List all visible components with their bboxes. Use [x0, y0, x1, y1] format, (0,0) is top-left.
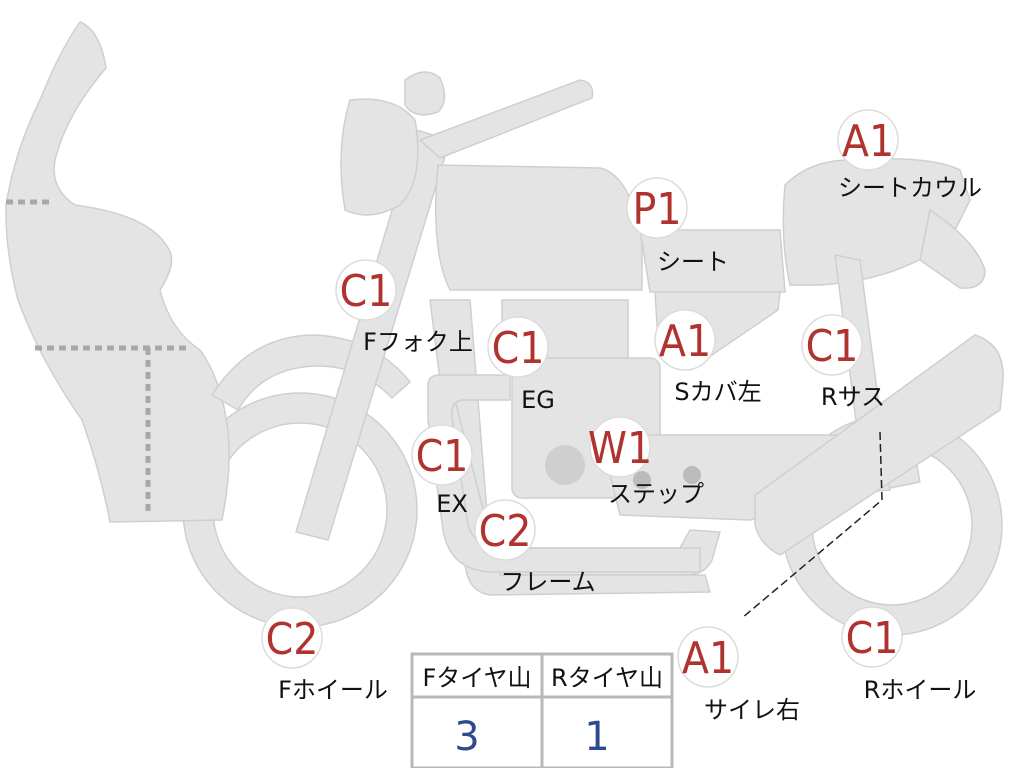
- part-label: Fホイール: [278, 676, 388, 704]
- grade-code: C1: [416, 431, 469, 482]
- part-label: フレーム: [500, 568, 595, 596]
- grade-badge: [335, 259, 397, 321]
- grade-code: C1: [492, 323, 545, 374]
- engine-cover-shape: [545, 445, 585, 485]
- grade-badge: [841, 606, 903, 668]
- part-label: ステップ: [608, 480, 704, 508]
- step-peg-right: [683, 466, 701, 484]
- grade-badge: [677, 626, 739, 688]
- part-label: シート: [657, 248, 729, 276]
- muffler-shape: [754, 334, 1004, 556]
- grade-code: C1: [806, 321, 859, 372]
- grade-badge: [837, 109, 899, 171]
- part-label: サイレ右: [704, 696, 800, 724]
- grade-code: C2: [266, 614, 319, 665]
- seat-shape: [639, 229, 786, 293]
- grade-code: A1: [842, 116, 894, 167]
- handlebar-shape: [418, 79, 594, 159]
- grade-badge: [261, 607, 323, 669]
- marker-seat-cowl: A1 シートカウル: [837, 109, 982, 202]
- tire-tread-table: Fタイヤ山 Rタイヤ山 3 1: [410, 652, 674, 768]
- front-tire-header: Fタイヤ山: [422, 664, 531, 692]
- grade-code: P1: [632, 184, 681, 235]
- part-label: Rサス: [821, 383, 885, 411]
- marker-seat: P1 シート: [626, 177, 729, 276]
- rear-tire-value: 1: [584, 714, 609, 760]
- grade-code: A1: [682, 633, 734, 684]
- rear-tire-header: Rタイヤ山: [551, 664, 663, 692]
- step-peg-left: [633, 471, 651, 489]
- headlight-shape: [340, 98, 419, 216]
- tail-light-shape: [919, 208, 986, 289]
- part-label: EG: [521, 386, 555, 414]
- part-label: Sカバ左: [674, 378, 761, 406]
- grade-badge: [474, 499, 536, 561]
- grade-badge: [654, 309, 716, 371]
- meter-shape: [404, 71, 446, 116]
- marker-muffler-right: A1 サイレ右: [677, 626, 800, 724]
- grade-badge: [626, 177, 688, 239]
- part-label: Fフォク上: [363, 328, 473, 356]
- fuel-tank-shape: [435, 164, 643, 291]
- grade-code: W1: [588, 423, 652, 474]
- grade-badge: [589, 416, 651, 478]
- frame-lower-shape: [429, 399, 711, 596]
- part-label: EX: [436, 490, 468, 518]
- front-tire-value: 3: [454, 714, 479, 760]
- grade-badge: [487, 316, 549, 378]
- grade-badge: [801, 314, 863, 376]
- grade-code: C1: [846, 613, 899, 664]
- marker-step: W1 ステップ: [588, 416, 704, 508]
- front-fairing-shape: [5, 21, 230, 523]
- grade-code: A1: [659, 316, 711, 367]
- grade-code: C2: [479, 506, 532, 557]
- part-label: Rホイール: [864, 676, 977, 704]
- grade-badge: [411, 424, 473, 486]
- part-label: シートカウル: [838, 174, 982, 202]
- exhaust-shape: [427, 374, 701, 573]
- marker-frame: C2 フレーム: [474, 499, 596, 596]
- grade-code: C1: [340, 266, 393, 317]
